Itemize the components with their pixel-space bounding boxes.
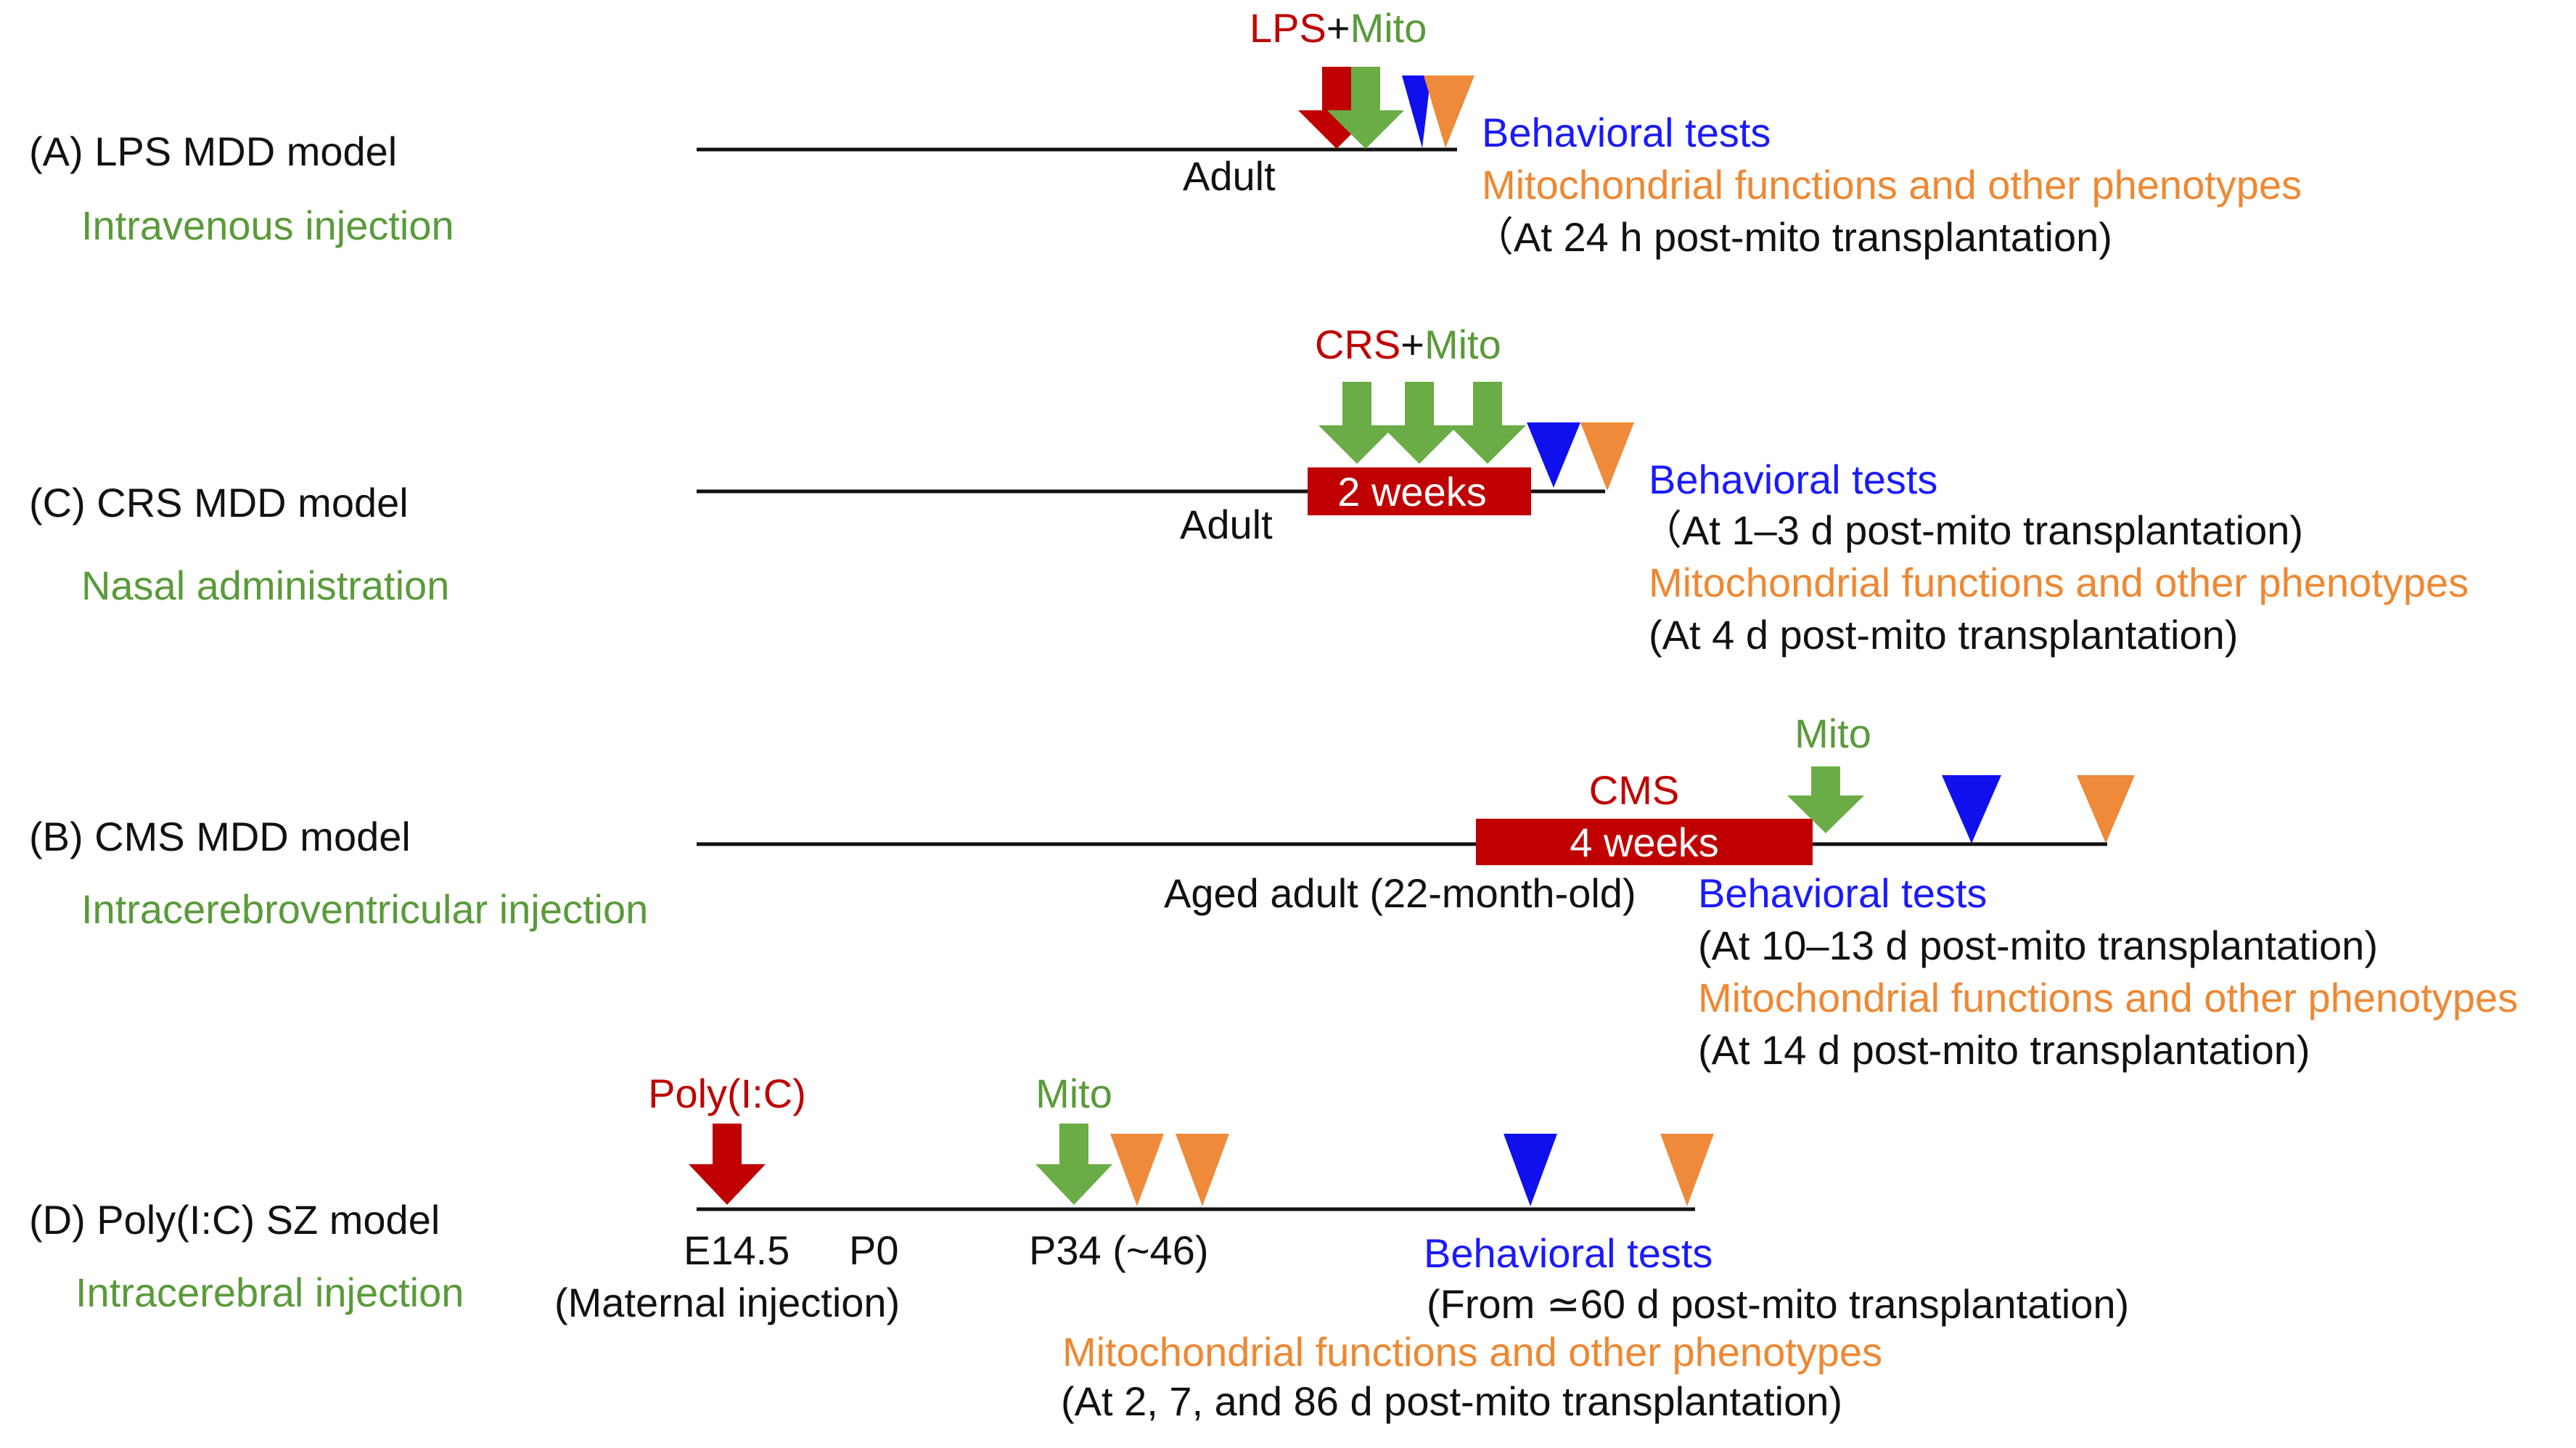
mito-function-marker-icon [1580, 422, 1634, 491]
panel-d-title: (D) Poly(I:C) SZ model [29, 1197, 440, 1243]
plus-sign: + [1326, 5, 1350, 51]
panel-d-route: Intracerebral injection [75, 1269, 464, 1315]
panel-b-route: Intracerebroventricular injection [81, 886, 648, 932]
mito-arrow-icon [1318, 382, 1395, 464]
panel-b-mito-functions: Mitochondrial functions and other phenot… [1698, 975, 2518, 1020]
mito-arrow-icon [1449, 382, 1526, 464]
panel-b-behavioral-timing: (At 10–13 d post-mito transplantation) [1698, 923, 2378, 968]
plus-sign: + [1400, 322, 1424, 367]
panel-c-timeline-label: Adult [1180, 502, 1273, 547]
mito-label: Mito [1424, 322, 1501, 367]
panel-c-mito-functions: Mitochondrial functions and other phenot… [1649, 560, 2469, 605]
panel-a-behavioral: Behavioral tests [1482, 110, 1771, 155]
panel-c-treatment-label: CRS+Mito [1315, 322, 1501, 367]
panel-a-timeline-label: Adult [1183, 153, 1276, 199]
panel-b-duration-bar [1476, 819, 1813, 865]
mito-arrow-icon [1787, 766, 1864, 833]
panel-b-title: (B) CMS MDD model [29, 814, 411, 859]
panel-d-mito-timing: (At 2, 7, and 86 d post-mito transplanta… [1061, 1378, 1842, 1424]
mito-label: Mito [1794, 711, 1871, 756]
panel-c-mito-timing: (At 4 d post-mito transplantation) [1649, 612, 2238, 658]
mito-function-marker-icon [1424, 75, 1474, 148]
behavioral-test-marker-icon [1504, 1134, 1557, 1206]
panel-a-title: (A) LPS MDD model [29, 128, 397, 174]
behavioral-test-marker-icon [1527, 422, 1580, 488]
panel-a-treatment-label: LPS+Mito [1250, 5, 1427, 51]
panel-c-title: (C) CRS MDD model [29, 480, 409, 525]
mito-arrow-icon [1035, 1124, 1112, 1205]
panel-c-behavioral: Behavioral tests [1649, 457, 1937, 502]
panel-b-mito-timing: (At 14 d post-mito transplantation) [1698, 1027, 2310, 1073]
tick-p0: P0 [849, 1227, 899, 1273]
panel-a-mito-functions: Mitochondrial functions and other phenot… [1482, 162, 2302, 208]
panel-c-bar-label: 2 weeks [1337, 469, 1486, 515]
mito-function-marker-icon [2077, 775, 2135, 843]
panel-d-behavioral-timing: (From ≃60 d post-mito transplantation) [1427, 1281, 2129, 1327]
tick-e14-5: E14.5 [684, 1227, 789, 1273]
lps-label: LPS [1250, 5, 1326, 51]
behavioral-test-marker-icon [1942, 775, 2001, 843]
panel-c: (C) CRS MDD model Nasal administration C… [29, 322, 2469, 658]
panel-b-behavioral: Behavioral tests [1698, 870, 1987, 916]
mito-function-marker-icon [1660, 1134, 1714, 1206]
panel-d: (D) Poly(I:C) SZ model Intracerebral inj… [29, 1071, 2129, 1424]
panel-c-behavioral-timing: （At 1–3 d post-mito transplantation) [1641, 507, 2303, 553]
panel-b: (B) CMS MDD model Intracerebroventricula… [29, 711, 2518, 1073]
panel-b-timeline-label: Aged adult (22-month-old) [1164, 870, 1636, 916]
polyic-label: Poly(I:C) [648, 1071, 806, 1116]
panel-a-route: Intravenous injection [81, 203, 454, 248]
panel-b-bar-label: 4 weeks [1570, 819, 1718, 865]
mito-arrow-icon [1327, 67, 1404, 149]
mito-function-marker-icon [1176, 1134, 1229, 1206]
crs-label: CRS [1315, 322, 1400, 367]
panel-a: (A) LPS MDD model Intravenous injection … [29, 5, 2302, 260]
panel-c-duration-bar [1308, 467, 1531, 515]
panel-d-behavioral: Behavioral tests [1424, 1230, 1712, 1276]
cms-label: CMS [1589, 767, 1679, 813]
panel-d-mito-functions: Mitochondrial functions and other phenot… [1062, 1329, 1882, 1375]
behavioral-test-marker-icon [1402, 75, 1431, 148]
tick-p34: P34 (~46) [1029, 1227, 1209, 1273]
mito-arrow-icon [1381, 382, 1458, 464]
mito-function-marker-icon [1110, 1134, 1164, 1206]
maternal-injection-label: (Maternal injection) [554, 1280, 900, 1325]
mito-label: Mito [1035, 1071, 1112, 1116]
panel-c-route: Nasal administration [81, 563, 449, 608]
mito-label: Mito [1350, 5, 1427, 51]
polyic-arrow-icon [689, 1124, 766, 1205]
panel-a-timing: （At 24 h post-mito transplantation) [1473, 214, 2112, 260]
